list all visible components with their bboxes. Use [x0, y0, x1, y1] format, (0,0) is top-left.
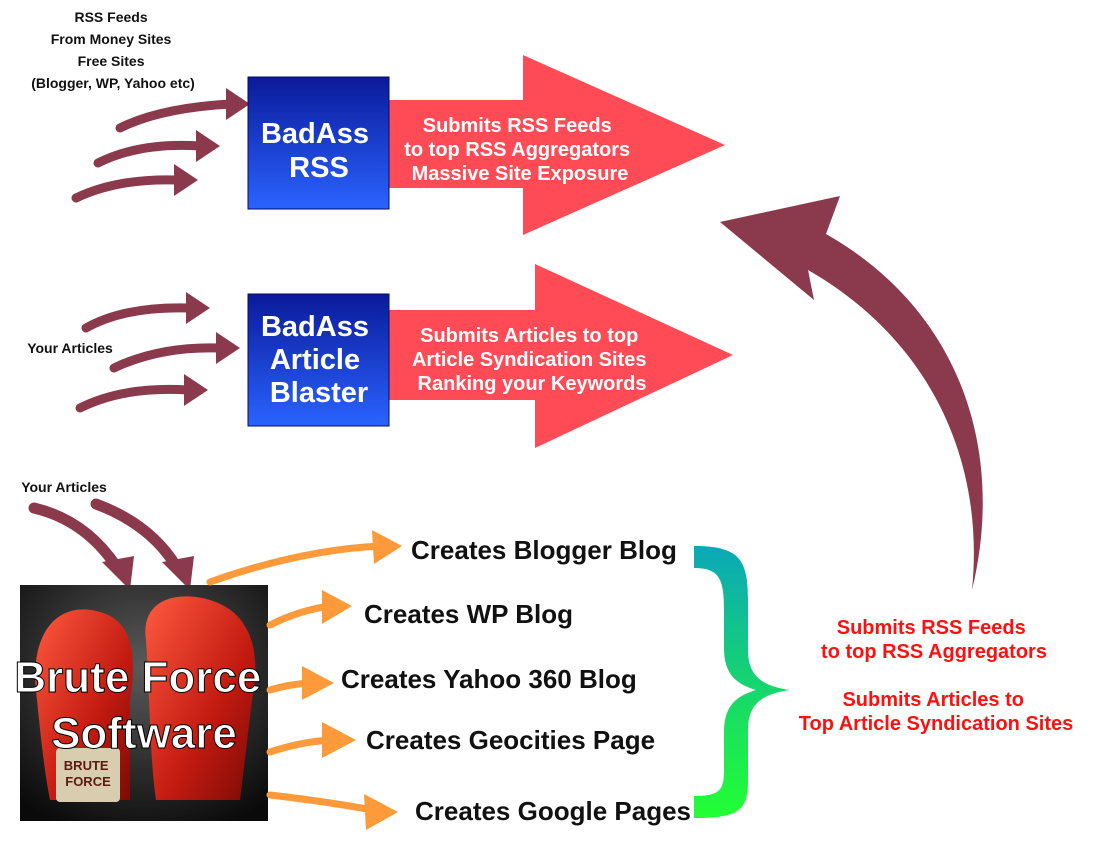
summary-articles-text: Submits Articles to Top Article Syndicat…: [799, 689, 1074, 735]
brute-force-input-arrows: [28, 498, 182, 572]
glove-brand-text: BRUTE FORCE: [64, 758, 112, 789]
summary-rss-text: Submits RSS Feeds to top RSS Aggregators: [821, 617, 1047, 663]
badass-article-blaster-box: [247, 293, 390, 427]
boxing-gloves-icon: BRUTE FORCE: [35, 596, 256, 802]
output-arrowhead-icon: [302, 666, 334, 700]
output-geocities: Creates Geocities Page: [366, 725, 655, 755]
feed-arrow: [93, 140, 205, 168]
badass-article-blaster-label: BadAss Article Blaster: [261, 311, 377, 409]
feed-arrowhead-icon: [216, 332, 240, 364]
brute-force-sources-label: Your Articles: [21, 479, 107, 495]
output-arrow: [266, 791, 376, 814]
feed-arrow: [109, 343, 225, 373]
brute-force-section: Your Articles BRUTE FORCE Brute Force So…: [14, 479, 1073, 830]
return-arrow: [720, 196, 983, 590]
output-arrow: [206, 542, 384, 586]
rss-output-arrow: [385, 55, 725, 235]
output-arrowhead-icon: [322, 590, 352, 624]
output-google: Creates Google Pages: [415, 796, 691, 826]
article-output-arrow: [385, 264, 733, 448]
badass-rss-label: BadAss RSS: [261, 118, 377, 184]
output-blogger: Creates Blogger Blog: [411, 535, 677, 565]
output-arrow: [266, 602, 334, 629]
feed-arrowhead-icon: [184, 374, 208, 406]
article-input-arrows: [75, 303, 225, 413]
feed-arrowhead-icon: [186, 292, 210, 324]
brute-force-label: Brute Force Software: [14, 653, 273, 758]
return-arrow-shape: [720, 196, 983, 590]
rss-input-arrows: [71, 99, 235, 203]
feed-arrowhead-icon: [102, 556, 134, 590]
feed-arrowhead-icon: [162, 556, 194, 590]
feed-arrow: [71, 175, 183, 203]
output-arrowhead-icon: [364, 794, 398, 830]
brace-icon: [694, 546, 790, 818]
output-arrow: [266, 736, 334, 756]
feed-arrow: [90, 498, 182, 572]
output-wp: Creates WP Blog: [364, 599, 573, 629]
article-arrow-text: Submits Articles to top Article Syndicat…: [412, 325, 652, 395]
feed-arrowhead-icon: [226, 88, 250, 120]
feed-arrow: [75, 384, 193, 413]
feed-arrow: [115, 99, 235, 133]
output-yahoo: Creates Yahoo 360 Blog: [341, 664, 637, 694]
article-section: Your Articles Submits Articles to top Ar…: [27, 264, 733, 448]
feed-arrow: [81, 303, 195, 333]
feed-arrow: [28, 502, 122, 572]
article-sources-label: Your Articles: [27, 340, 113, 356]
output-arrowhead-icon: [322, 722, 356, 758]
feed-arrowhead-icon: [196, 130, 220, 162]
rss-sources-label: RSS Feeds From Money Sites Free Sites (B…: [31, 9, 195, 91]
feed-arrowhead-icon: [174, 164, 198, 196]
badass-rss-box: [247, 76, 390, 210]
rss-arrow-text: Submits RSS Feeds to top RSS Aggregators…: [404, 115, 636, 185]
output-arrowhead-icon: [372, 530, 402, 564]
rss-section: RSS Feeds From Money Sites Free Sites (B…: [31, 9, 725, 235]
